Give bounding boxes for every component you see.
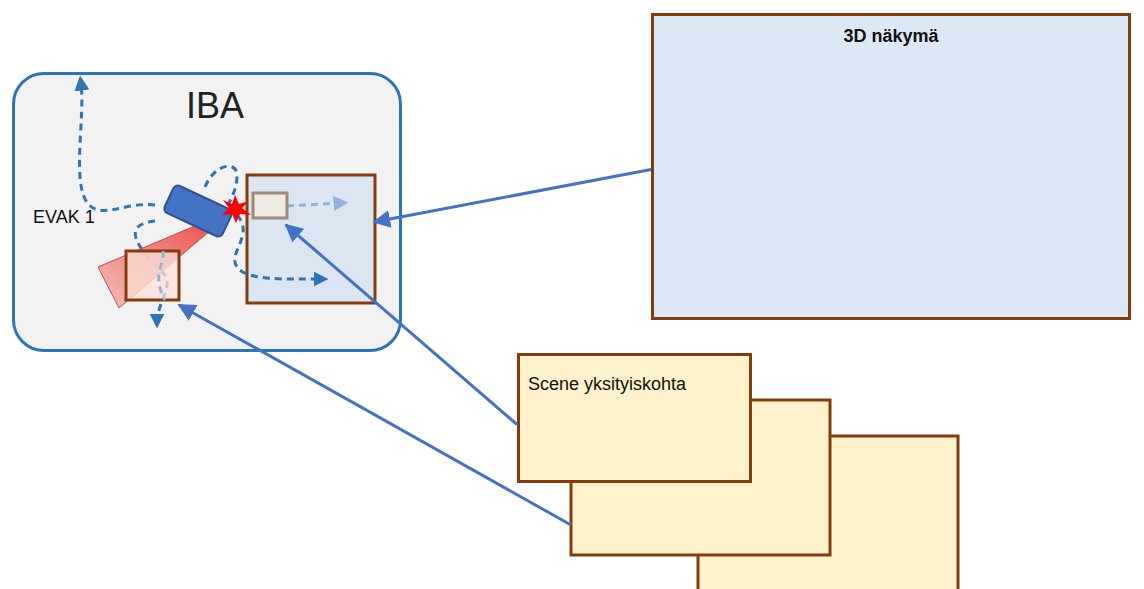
evac-route (205, 166, 237, 203)
label-holder: EVAK 1 (33, 207, 95, 228)
detail-card: Scene yksityiskohta (517, 353, 752, 483)
evac-route (235, 215, 321, 279)
evac-route (80, 83, 155, 210)
detail-frame (253, 193, 287, 218)
region-container: IBA EVAK 1 (12, 72, 402, 352)
unit-label: EVAK 1 (33, 207, 95, 228)
detail-frame (126, 251, 179, 300)
vehicle (163, 184, 234, 238)
node-title: Scene yksityiskohta (528, 374, 686, 395)
node-title: IBA (186, 85, 244, 127)
view-panel: 3D näkymä (651, 13, 1131, 320)
impact-star (222, 195, 251, 223)
detail-frame (247, 175, 375, 303)
evac-route (287, 203, 341, 206)
node-title: 3D näkymä (843, 26, 938, 47)
evac-route (159, 251, 165, 300)
connector-arrow (286, 225, 517, 425)
connector-arrow (179, 305, 571, 525)
connector-arrow (374, 170, 651, 222)
